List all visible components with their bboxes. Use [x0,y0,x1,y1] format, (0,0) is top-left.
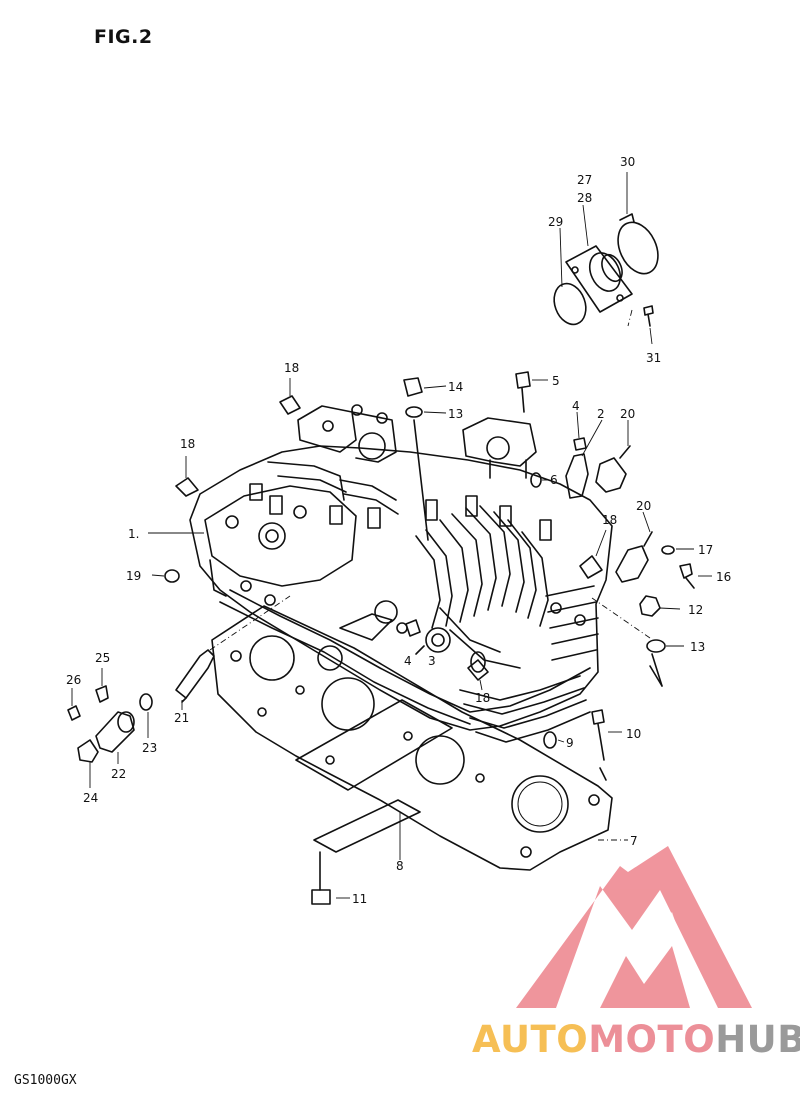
oil-fitting-21 [175,595,291,710]
callout-3: 3 [428,654,436,668]
callout-18b: 18 [180,437,195,451]
callout-1: 1. [128,527,139,541]
brand-word-auto: AUTO [472,1018,589,1061]
callout-2: 2 [597,407,605,421]
callout-18c: 18 [602,513,617,527]
plug-cap-18c [579,529,607,579]
callout-28: 28 [577,191,592,205]
intake-pipe-assembly [553,172,659,345]
callout-27: 27 [577,173,592,187]
callout-12: 12 [688,603,703,617]
callout-13b: 13 [690,640,705,654]
cap-nut-14 [403,377,447,541]
callout-11: 11 [352,892,367,906]
callout-10: 10 [626,727,641,741]
callout-29: 29 [548,215,563,229]
stud-bolt-10 [591,709,622,781]
callout-17: 17 [698,543,713,557]
o-ring-29 [553,282,587,326]
bolt-5 [515,371,548,413]
callout-18a: 18 [284,361,299,375]
plug-cap-18d [467,659,489,691]
cap-nut-12 [639,595,681,617]
callout-23: 23 [142,741,157,755]
bolt-16 [679,563,712,589]
callout-26: 26 [66,673,81,687]
spark-plug-20a [595,420,631,493]
callout-7: 7 [630,834,638,848]
callout-30: 30 [620,155,635,169]
callout-4a: 4 [572,399,580,413]
spark-plug-20b [615,511,653,583]
head-gasket-7 [211,605,613,871]
callout-20a: 20 [620,407,635,421]
figure-title: FIG.2 [94,26,153,48]
hose-clamp-30 [617,221,659,275]
washer-25 [95,668,109,703]
model-code: GS1000GX [14,1073,77,1088]
callout-4b: 4 [404,654,412,668]
brand-word-hub: HUB [715,1018,800,1061]
callout-20b: 20 [636,499,651,513]
dowel-9 [543,731,565,749]
plug-2 [565,419,603,499]
callout-9: 9 [566,736,574,750]
bolt-11 [311,851,350,905]
plug-cap-18b [175,456,199,497]
dowel-4b [405,619,425,655]
o-ring-23 [139,693,153,738]
brand-watermark: AUTOMOTOHUB [472,1018,800,1061]
cam-holders [297,404,537,479]
callout-labels: 30 27 28 29 31 18 14 13 5 4 2 20 18 6 1.… [66,155,731,906]
callout-5: 5 [552,374,560,388]
callout-14: 14 [448,380,463,394]
plug-19 [151,569,180,583]
screw-26 [67,688,81,721]
cylinder-head-1 [189,445,613,743]
intake-pipe-body [588,252,622,292]
gasket-plate-8 [295,699,453,860]
callout-31: 31 [646,351,661,365]
callout-13a: 13 [448,407,463,421]
washer-13b [591,597,684,687]
cap-24 [77,739,99,788]
callout-24: 24 [83,791,98,805]
callout-16: 16 [716,570,731,584]
callout-8: 8 [396,859,404,873]
plug-cap-18a [279,378,301,415]
pin-6 [530,472,548,488]
callout-25: 25 [95,651,110,665]
callout-6: 6 [550,473,558,487]
logo-triangle-outer [516,846,752,1008]
callout-21: 21 [174,711,189,725]
automotohub-logo-mark [516,846,752,1008]
plug-22 [95,711,135,764]
intake-pipe-flange-28 [565,245,633,313]
callout-22: 22 [111,767,126,781]
brand-word-moto: MOTO [588,1018,716,1061]
washer-17 [661,545,694,555]
callout-18d: 18 [475,691,490,705]
screw-31 [643,305,654,327]
callout-19: 19 [126,569,141,583]
dowel-4a [573,411,587,451]
